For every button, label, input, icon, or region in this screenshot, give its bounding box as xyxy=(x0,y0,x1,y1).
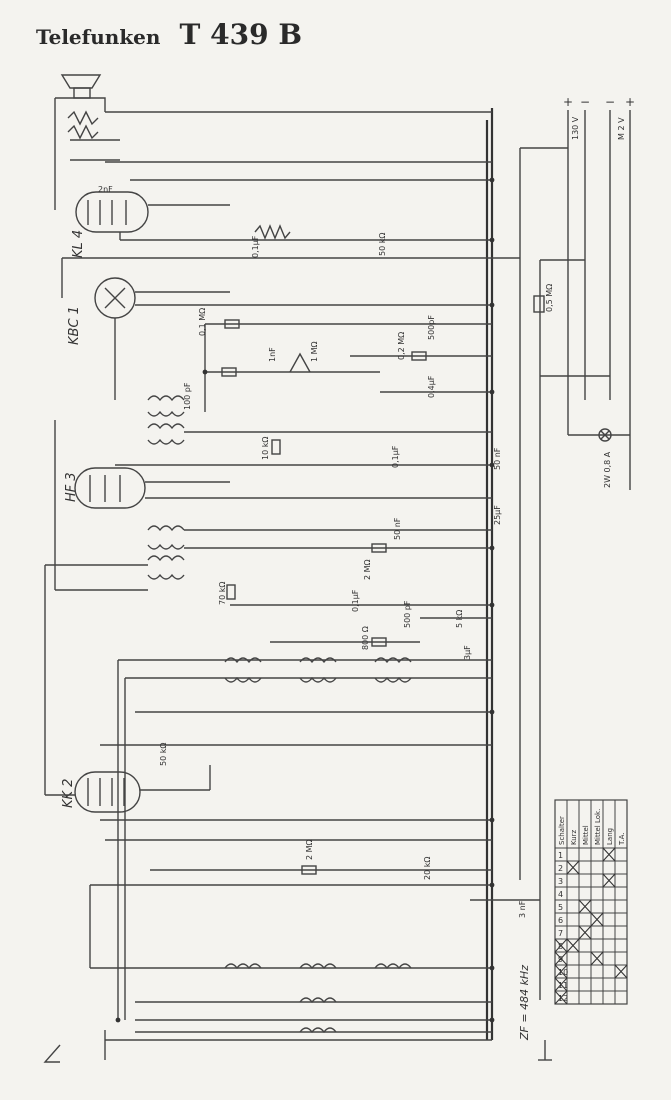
svg-text:1nF: 1nF xyxy=(268,347,277,362)
schematic-title: Telefunken T 439 B xyxy=(36,18,302,51)
svg-text:25μF: 25μF xyxy=(493,505,502,525)
tube-label-hf3: HF 3 xyxy=(64,472,79,502)
switch-table-mark xyxy=(602,873,616,888)
battery-low-label: M 2 V xyxy=(617,117,626,140)
volume-potentiometer-icon xyxy=(254,224,291,240)
switch-table-mark xyxy=(614,964,628,979)
svg-text:70 kΩ: 70 kΩ xyxy=(218,582,227,605)
antenna-icon xyxy=(43,1044,61,1063)
resistor-05m xyxy=(533,295,545,313)
if-transformer-2-icon xyxy=(147,525,185,532)
svg-text:800 Ω: 800 Ω xyxy=(361,626,370,650)
switch-table-row-label: T.A. xyxy=(618,832,626,846)
minus-label-2: − xyxy=(605,95,615,109)
if-frequency-label: ZF = 484 kHz xyxy=(518,965,531,1041)
loudspeaker-icon xyxy=(60,74,102,89)
switch-table-mark xyxy=(566,938,580,953)
switch-table-col-4: 4 xyxy=(558,890,563,899)
svg-text:0,4μF: 0,4μF xyxy=(427,375,436,398)
switch-table-mark xyxy=(590,912,604,927)
svg-text:2 MΩ: 2 MΩ xyxy=(305,839,314,860)
switch-table-mark xyxy=(566,860,580,875)
switch-table-col-10: 10 xyxy=(558,968,568,977)
switch-table-col-2: 2 xyxy=(558,864,563,873)
svg-text:3 nF: 3 nF xyxy=(518,900,527,918)
svg-text:1 MΩ: 1 MΩ xyxy=(310,341,319,362)
switch-table-col-5: 5 xyxy=(558,903,563,912)
fuse-label: 2W 0,8 A xyxy=(603,451,612,488)
tube-label-kl4: KL 4 xyxy=(71,230,86,258)
svg-text:20 kΩ: 20 kΩ xyxy=(423,857,432,880)
svg-text:5 kΩ: 5 kΩ xyxy=(455,610,464,628)
switch-table: 123456789101112SchalterKurzMittelMittel … xyxy=(554,799,628,1005)
tube-label-kbc1: KBC 1 xyxy=(67,306,82,345)
svg-text:500pF: 500pF xyxy=(427,315,436,340)
svg-text:10 kΩ: 10 kΩ xyxy=(261,437,270,460)
minus-label: − xyxy=(580,95,590,109)
switch-table-col-1: 1 xyxy=(558,851,563,860)
svg-text:0,1μF: 0,1μF xyxy=(351,589,360,612)
svg-text:0,1μF: 0,1μF xyxy=(251,235,260,258)
switch-table-row-label: Mittel xyxy=(582,825,590,845)
svg-text:2nF: 2nF xyxy=(98,185,113,194)
brand-name: Telefunken xyxy=(36,25,161,49)
switch-table-mark xyxy=(578,925,592,940)
tube-kk2-icon xyxy=(74,771,141,813)
svg-text:500 pF: 500 pF xyxy=(403,600,412,628)
svg-text:50 kΩ: 50 kΩ xyxy=(378,233,387,256)
switch-table-row-label: Lang xyxy=(606,828,614,845)
switch-table-row-label: Kurz xyxy=(570,829,578,845)
model-number: T 439 B xyxy=(179,18,302,51)
tube-hf3-icon xyxy=(74,467,146,509)
switch-table-col-6: 6 xyxy=(558,916,563,925)
svg-text:2 MΩ: 2 MΩ xyxy=(363,559,372,580)
svg-text:100 pF: 100 pF xyxy=(183,382,192,410)
switch-table-header: Schalter xyxy=(558,816,566,845)
tube-label-kk2: KK 2 xyxy=(61,779,76,808)
switch-table-col-3: 3 xyxy=(558,877,563,886)
svg-text:50 nF: 50 nF xyxy=(493,447,502,470)
junction-dots xyxy=(115,177,495,1023)
svg-text:0,1 MΩ: 0,1 MΩ xyxy=(198,308,207,336)
switch-table-mark xyxy=(602,847,616,862)
svg-text:0,2 MΩ: 0,2 MΩ xyxy=(397,332,406,360)
pilot-lamp-icon xyxy=(598,428,612,442)
svg-text:50 nF: 50 nF xyxy=(393,517,402,540)
osc-coil-1-icon xyxy=(224,657,262,664)
switch-table-mark xyxy=(578,899,592,914)
output-transformer-icon xyxy=(67,110,99,126)
switch-table-mark xyxy=(590,951,604,966)
volume-control-icon xyxy=(289,352,311,373)
plus-label: + xyxy=(563,95,573,109)
battery-high-label: 130 V xyxy=(571,116,580,140)
if-transformer-1-icon xyxy=(147,395,185,402)
svg-text:3μF: 3μF xyxy=(463,645,472,660)
svg-text:50 kΩ: 50 kΩ xyxy=(159,743,168,766)
tube-kl4-icon xyxy=(75,191,149,233)
input-coil-1-icon xyxy=(224,963,262,970)
plus-label-2: + xyxy=(625,95,635,109)
svg-text:0,1μF: 0,1μF xyxy=(391,445,400,468)
switch-table-col-7: 7 xyxy=(558,929,563,938)
switch-table-col-12: 12 xyxy=(558,994,568,1003)
switch-table-col-11: 11 xyxy=(558,981,568,990)
switch-table-row-label: Mittel Lok. xyxy=(594,809,602,845)
svg-text:0,5 MΩ: 0,5 MΩ xyxy=(545,284,554,312)
